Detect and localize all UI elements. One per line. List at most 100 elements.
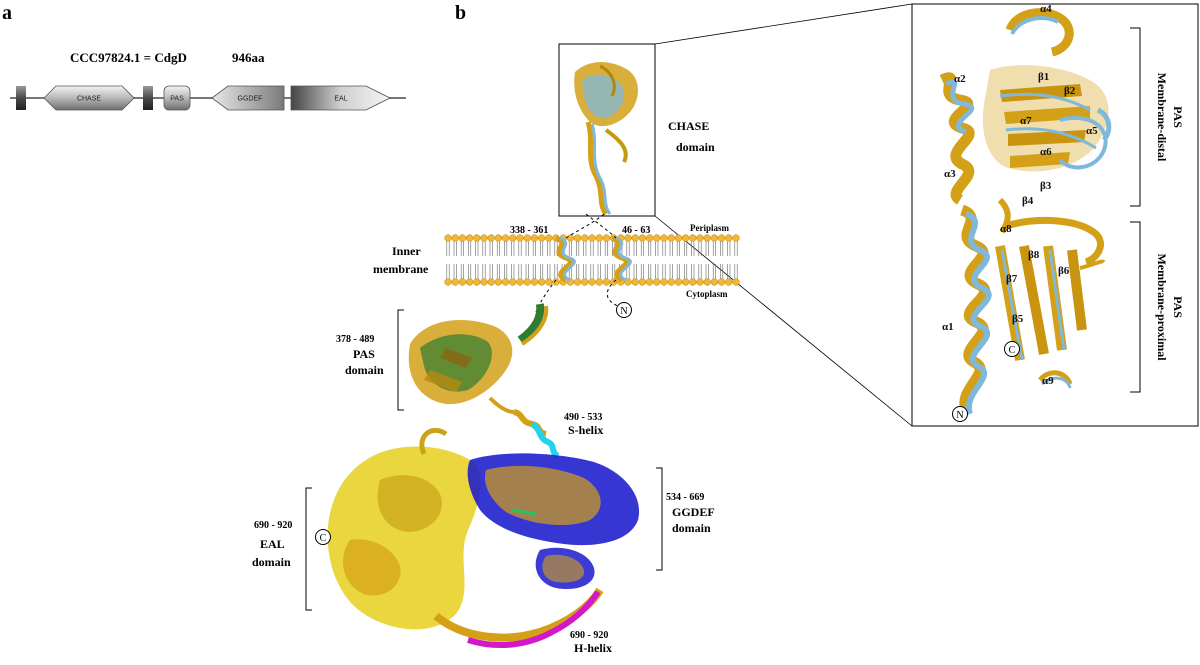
lipid-head bbox=[681, 278, 690, 286]
lipid-head bbox=[537, 278, 546, 286]
eal-bracket bbox=[305, 487, 312, 611]
ggdef-bracket bbox=[656, 467, 663, 571]
lipid-head bbox=[465, 234, 474, 242]
lipid-head bbox=[473, 278, 481, 286]
lipid-head bbox=[509, 234, 517, 242]
inset-label-beta3: β3 bbox=[1040, 180, 1052, 192]
tm1-range-label: 338 - 361 bbox=[510, 225, 548, 236]
lipid-head bbox=[732, 234, 740, 242]
lipid-head bbox=[552, 278, 560, 286]
ggdef-domain-shape bbox=[211, 85, 285, 111]
h-helix-range-label: 690 - 920 bbox=[570, 630, 608, 641]
inset-label-alpha2: α2 bbox=[954, 73, 966, 85]
eal-c-terminus-label: C bbox=[320, 533, 327, 544]
lipid-head bbox=[458, 234, 467, 242]
lipid-head bbox=[480, 234, 488, 242]
lipid-head bbox=[537, 234, 546, 242]
inset-label-beta5: β5 bbox=[1012, 313, 1024, 325]
inset-label-alpha8: α8 bbox=[1000, 223, 1012, 235]
inset-c-terminus-label: C bbox=[1009, 345, 1016, 356]
lipid-head bbox=[689, 278, 697, 286]
chase-domain-label: CHASE bbox=[77, 96, 101, 103]
tm-segment-1 bbox=[16, 86, 26, 110]
lipid-head bbox=[480, 278, 488, 286]
lipid-head bbox=[689, 234, 697, 242]
inset-label-alpha3: α3 bbox=[944, 168, 956, 180]
lipid-head bbox=[660, 278, 668, 286]
lipid-head bbox=[725, 234, 733, 242]
lipid-head bbox=[487, 234, 495, 242]
lipid-head bbox=[444, 234, 452, 242]
h-helix-name-label: H-helix bbox=[574, 641, 612, 655]
ggdef-name-label: GGDEF bbox=[672, 505, 715, 519]
inset-n-terminus-marker bbox=[952, 406, 968, 422]
membrane-distal-label-line2: PAS bbox=[1171, 106, 1185, 128]
lipid-head bbox=[624, 278, 632, 286]
lipid-head bbox=[530, 234, 539, 242]
protein-title: CCC97824.1 = CdgD bbox=[70, 50, 187, 65]
n-terminus-label: N bbox=[620, 306, 627, 317]
panel-a-label: a bbox=[2, 2, 12, 24]
lipid-head bbox=[501, 234, 510, 242]
membrane-distal-bracket bbox=[1130, 27, 1141, 207]
panel-b: b CHASE domain Inner membrane 338 - 361 … bbox=[252, 2, 1199, 655]
s-helix-structure bbox=[513, 409, 560, 459]
pas-domain-shape bbox=[163, 85, 191, 111]
pas-name-label: PAS bbox=[353, 347, 375, 361]
lipid-head bbox=[710, 278, 719, 286]
lipid-head bbox=[638, 278, 647, 286]
inset-n-terminus-label: N bbox=[956, 410, 963, 421]
inset-label-beta7: β7 bbox=[1006, 273, 1018, 285]
inset-labels: α4 α2 β1 β2 α7 α5 α6 α3 β3 β4 α8 β8 β7 β… bbox=[942, 3, 1098, 387]
lipid-head bbox=[645, 278, 654, 286]
lipid-head bbox=[451, 234, 459, 242]
lipid-head bbox=[545, 278, 553, 286]
inset-label-beta6: β6 bbox=[1058, 265, 1070, 277]
lipid-head bbox=[681, 234, 690, 242]
ggdef-eal-structure bbox=[327, 427, 640, 648]
tm-helices bbox=[535, 213, 632, 313]
panel-a: a CCC97824.1 = CdgD 946aa CHASE PAS GGDE… bbox=[2, 2, 406, 111]
inner-membrane-label-line1: Inner bbox=[392, 244, 421, 258]
pas-bracket bbox=[397, 309, 404, 411]
periplasm-label: Periplasm bbox=[690, 223, 729, 233]
lipid-head bbox=[566, 234, 575, 242]
inset-label-beta8: β8 bbox=[1028, 249, 1040, 261]
membrane-proximal-bracket bbox=[1130, 221, 1141, 393]
lipid-head bbox=[451, 278, 459, 286]
lipid-head bbox=[523, 234, 531, 242]
lipid-head bbox=[595, 278, 603, 286]
lipid-head bbox=[674, 278, 683, 286]
lipid-head bbox=[660, 234, 668, 242]
lipid-head bbox=[494, 234, 503, 242]
eal-c-terminus-marker bbox=[315, 529, 331, 545]
chase-zoom-box bbox=[558, 43, 656, 217]
lipid-head bbox=[631, 278, 639, 286]
inset-label-beta4: β4 bbox=[1022, 195, 1034, 207]
eal-domain-shape bbox=[290, 85, 391, 111]
lipid-head bbox=[573, 278, 582, 286]
lipid-head bbox=[509, 278, 517, 286]
membrane-proximal-label-line2: PAS bbox=[1171, 296, 1185, 318]
panel-b-label: b bbox=[455, 2, 466, 24]
inset-label-alpha9: α9 bbox=[1042, 375, 1054, 387]
inset-label-alpha7: α7 bbox=[1020, 115, 1032, 127]
inner-membrane-label-line2: membrane bbox=[373, 262, 429, 276]
s-helix-range-label: 490 - 533 bbox=[564, 412, 602, 423]
inset-label-alpha6: α6 bbox=[1040, 146, 1052, 158]
tm-segment-2 bbox=[143, 86, 153, 110]
membrane-proximal-label-line1: Membrane-proximal bbox=[1155, 253, 1169, 361]
lipid-head bbox=[703, 234, 711, 242]
lipid-head bbox=[653, 278, 661, 286]
lipid-head bbox=[631, 234, 639, 242]
lipid-head bbox=[465, 278, 474, 286]
zoom-line-bottom bbox=[654, 215, 913, 427]
pas-structure bbox=[408, 303, 549, 414]
eal-name-label: EAL bbox=[260, 537, 285, 551]
pas-domain-label: PAS bbox=[170, 96, 184, 103]
lipid-head bbox=[710, 234, 719, 242]
lipid-head bbox=[501, 278, 510, 286]
eal-range-label: 690 - 920 bbox=[254, 520, 292, 531]
lipid-head bbox=[581, 278, 589, 286]
